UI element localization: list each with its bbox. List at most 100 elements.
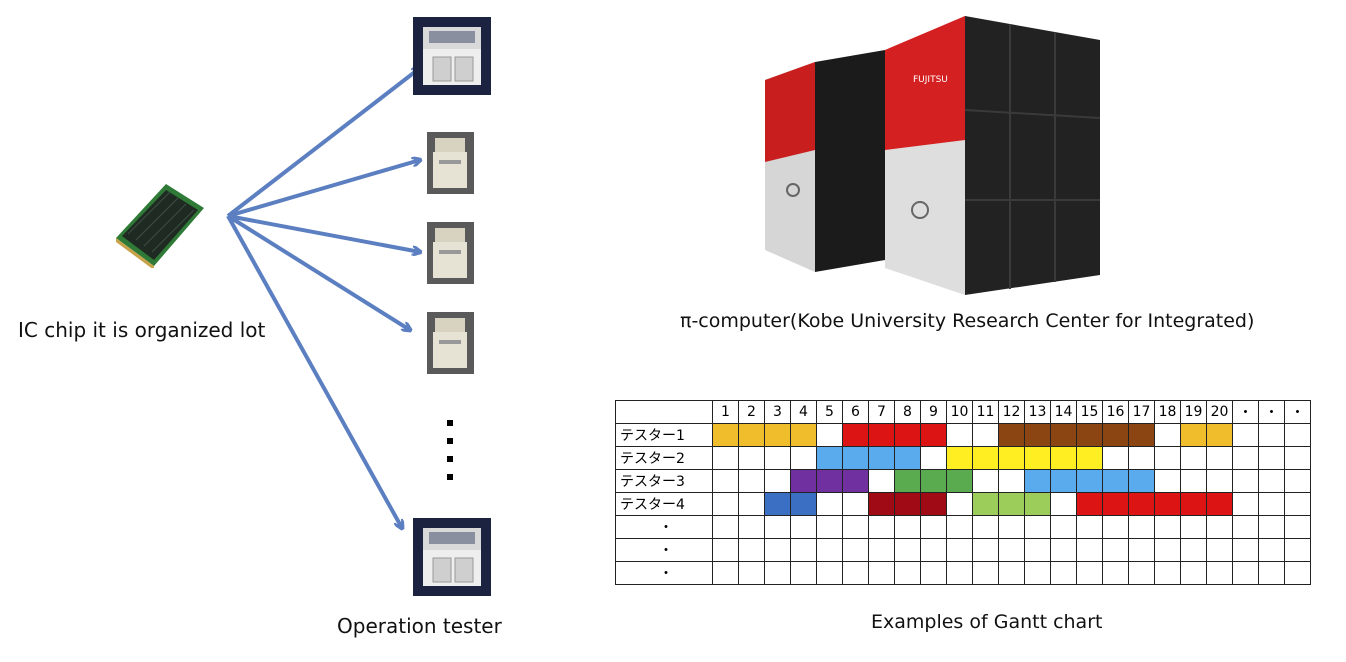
gantt-cell xyxy=(712,423,739,447)
gantt-cell xyxy=(764,423,791,447)
gantt-cell xyxy=(1076,492,1103,516)
gantt-cell xyxy=(738,446,765,470)
tester-machine-image xyxy=(427,132,474,194)
gantt-cell xyxy=(894,538,921,562)
gantt-cell xyxy=(1102,469,1129,493)
gantt-column-header: 14 xyxy=(1050,400,1077,424)
gantt-cell xyxy=(972,492,999,516)
gantt-cell xyxy=(1128,446,1155,470)
gantt-cell xyxy=(894,492,921,516)
gantt-cell xyxy=(1024,446,1051,470)
gantt-row: テスター1 xyxy=(615,423,1311,447)
gantt-cell xyxy=(998,492,1025,516)
gantt-cell xyxy=(816,492,843,516)
gantt-cell xyxy=(894,561,921,585)
arrow-to-tester-3 xyxy=(227,214,420,252)
gantt-cell xyxy=(1024,561,1051,585)
gantt-cell xyxy=(946,446,973,470)
supercomputer-image: FUJITSU xyxy=(765,16,1101,295)
gantt-cell xyxy=(998,423,1025,447)
gantt-cell xyxy=(972,515,999,539)
gantt-column-header: 12 xyxy=(998,400,1025,424)
ic-chip-image xyxy=(116,184,204,268)
gantt-cell xyxy=(738,538,765,562)
gantt-column-header: 11 xyxy=(972,400,999,424)
gantt-cell xyxy=(764,538,791,562)
gantt-column-header: ・ xyxy=(1232,400,1259,424)
gantt-cell xyxy=(1284,492,1311,516)
gantt-cell xyxy=(1258,423,1285,447)
gantt-cell xyxy=(1076,469,1103,493)
gantt-cell xyxy=(1154,515,1181,539)
gantt-cell xyxy=(1206,515,1233,539)
gantt-cell xyxy=(1050,515,1077,539)
gantt-cell xyxy=(1284,446,1311,470)
arrow-to-tester-5 xyxy=(226,215,402,528)
gantt-cell xyxy=(764,446,791,470)
gantt-cell xyxy=(998,469,1025,493)
gantt-cell xyxy=(1050,538,1077,562)
gantt-cell xyxy=(712,492,739,516)
gantt-cell xyxy=(972,561,999,585)
gantt-cell xyxy=(1102,423,1129,447)
gantt-cell xyxy=(1154,561,1181,585)
gantt-cell xyxy=(920,492,947,516)
gantt-cell xyxy=(868,446,895,470)
gantt-cell xyxy=(972,423,999,447)
gantt-cell xyxy=(998,538,1025,562)
gantt-row: ・ xyxy=(615,515,1311,539)
gantt-cell xyxy=(764,561,791,585)
gantt-column-header: ・ xyxy=(1284,400,1311,424)
gantt-row-label: ・ xyxy=(615,561,713,585)
tester-machine-image xyxy=(427,312,474,374)
gantt-cell xyxy=(790,538,817,562)
gantt-cell xyxy=(1180,515,1207,539)
gantt-cell xyxy=(816,469,843,493)
gantt-column-header: 8 xyxy=(894,400,921,424)
gantt-cell xyxy=(1180,561,1207,585)
gantt-column-header: 9 xyxy=(920,400,947,424)
gantt-row-label: テスター2 xyxy=(615,446,713,470)
gantt-cell xyxy=(1050,561,1077,585)
gantt-cell xyxy=(1232,423,1259,447)
gantt-row: ・ xyxy=(615,538,1311,562)
gantt-column-header: 15 xyxy=(1076,400,1103,424)
gantt-cell xyxy=(816,515,843,539)
gantt-cell xyxy=(1154,538,1181,562)
gantt-cell xyxy=(1024,492,1051,516)
gantt-cell xyxy=(1154,423,1181,447)
gantt-cell xyxy=(1050,492,1077,516)
gantt-row: テスター2 xyxy=(615,446,1311,470)
gantt-cell xyxy=(868,469,895,493)
gantt-cell xyxy=(790,469,817,493)
gantt-cell xyxy=(1258,561,1285,585)
tester-machine-image xyxy=(413,518,491,596)
gantt-cell xyxy=(1180,538,1207,562)
gantt-cell xyxy=(1024,423,1051,447)
gantt-column-header: 4 xyxy=(790,400,817,424)
gantt-cell xyxy=(842,423,869,447)
gantt-cell xyxy=(842,538,869,562)
gantt-cell xyxy=(764,515,791,539)
gantt-column-header: 7 xyxy=(868,400,895,424)
vertical-ellipsis xyxy=(447,420,455,492)
gantt-cell xyxy=(946,538,973,562)
gantt-cell xyxy=(842,492,869,516)
gantt-cell xyxy=(1206,446,1233,470)
gantt-column-header: 16 xyxy=(1102,400,1129,424)
gantt-cell xyxy=(790,423,817,447)
gantt-cell xyxy=(894,446,921,470)
gantt-cell xyxy=(764,469,791,493)
gantt-cell xyxy=(712,469,739,493)
gantt-cell xyxy=(712,515,739,539)
gantt-cell xyxy=(1284,561,1311,585)
gantt-cell xyxy=(842,469,869,493)
gantt-cell xyxy=(1232,492,1259,516)
gantt-cell xyxy=(1258,446,1285,470)
gantt-cell xyxy=(1154,492,1181,516)
gantt-cell xyxy=(816,423,843,447)
gantt-cell xyxy=(1102,561,1129,585)
gantt-cell xyxy=(738,561,765,585)
gantt-cell xyxy=(816,446,843,470)
